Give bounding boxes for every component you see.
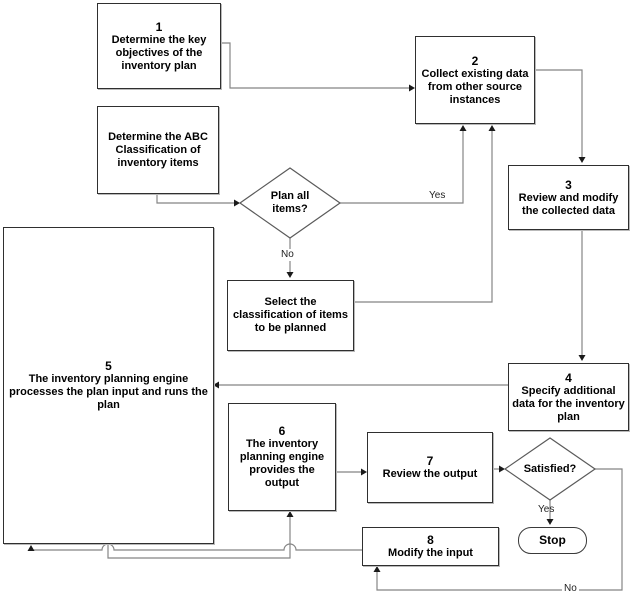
arrowhead-into-step6-bottom	[286, 511, 294, 517]
edge-step2-to-step3	[534, 69, 583, 157]
node-step2-number: 2	[471, 53, 479, 68]
edge-step8-to-step5	[30, 543, 362, 551]
node-abc-classification: Determine the ABC Classification of inve…	[97, 106, 219, 194]
node-step2-label: Collect existing data from other source …	[421, 67, 529, 106]
node-step8-label: Modify the input	[388, 547, 473, 559]
node-step1: 1 Determine the key objectives of the in…	[97, 3, 221, 89]
decision-satisfied: Satisfied?	[505, 438, 595, 500]
node-step3-number: 3	[565, 177, 572, 192]
decision-satisfied-shape	[503, 437, 597, 501]
arrowhead-select-into-step2-bottom	[488, 125, 496, 131]
arrowhead-into-step2-left	[409, 84, 415, 92]
arrowhead-into-decision-left	[234, 199, 240, 207]
node-step2: 2 Collect existing data from other sourc…	[415, 36, 535, 124]
node-step8-number: 8	[427, 533, 434, 547]
decision-plan-all-items-label: Plan all items?	[270, 190, 310, 215]
arrowhead-yes-into-step2-bottom	[459, 125, 467, 131]
node-step3-label: Review and modify the collected data	[518, 191, 619, 217]
node-step1-number: 1	[155, 19, 163, 34]
edge-step1-to-step2	[220, 42, 409, 89]
arrowhead-into-step4-top	[578, 355, 586, 361]
decision-plan-all-items: Plan all items?	[240, 168, 340, 238]
edge-step5-to-step6	[107, 517, 291, 559]
edge-abc-to-decision	[156, 193, 234, 204]
node-select-classification: Select the classification of items to be…	[227, 280, 354, 351]
node-stop-label: Stop	[539, 533, 566, 547]
edge-decision-yes-to-step2	[340, 131, 464, 204]
node-step4: 4 Specify additional data for the invent…	[508, 363, 629, 431]
node-stop: Stop	[518, 527, 587, 554]
arrowhead-into-select-top	[286, 272, 294, 278]
node-step7: 7 Review the output	[367, 432, 493, 503]
arrowhead-into-step5-bottom	[27, 545, 35, 551]
arrowhead-into-step7-left	[361, 468, 367, 476]
node-step5: 5 The inventory planning engine processe…	[3, 227, 214, 544]
node-step1-label: Determine the key objectives of the inve…	[111, 33, 207, 72]
node-select-classification-label: Select the classification of items to be…	[233, 296, 348, 334]
node-step3: 3 Review and modify the collected data	[508, 165, 629, 230]
decision-satisfied-label: Satisfied?	[523, 462, 577, 475]
node-step7-number: 7	[426, 454, 434, 468]
arrowhead-into-step5-right	[213, 381, 219, 389]
arrowhead-into-step8-bottom	[373, 566, 381, 572]
edge-label-plan-all-no: No	[279, 249, 296, 261]
node-abc-classification-label: Determine the ABC Classification of inve…	[108, 130, 208, 169]
arrowhead-into-step3-top	[578, 157, 586, 163]
edge-label-satisfied-yes: Yes	[538, 504, 555, 515]
node-step6-label: The inventory planning engine provides t…	[239, 438, 325, 489]
node-step4-number: 4	[565, 370, 572, 385]
arrowhead-into-satisfied-left	[499, 465, 505, 473]
node-step4-label: Specify additional data for the inventor…	[512, 384, 625, 423]
decision-plan-all-items-shape	[238, 167, 342, 239]
node-step5-number: 5	[105, 359, 112, 373]
node-step7-label: Review the output	[382, 468, 478, 480]
node-step6: 6 The inventory planning engine provides…	[228, 403, 336, 511]
edge-satisfied-no-to-step8	[376, 468, 623, 591]
node-step5-label: The inventory planning engine processes …	[9, 373, 208, 411]
arrowhead-into-stop-top	[546, 519, 554, 525]
edge-label-satisfied-no: No	[562, 583, 579, 595]
node-step6-number: 6	[278, 424, 286, 438]
node-step8: 8 Modify the input	[362, 527, 499, 566]
edge-label-plan-all-yes: Yes	[429, 190, 446, 201]
edge-select-to-step2	[353, 131, 493, 303]
